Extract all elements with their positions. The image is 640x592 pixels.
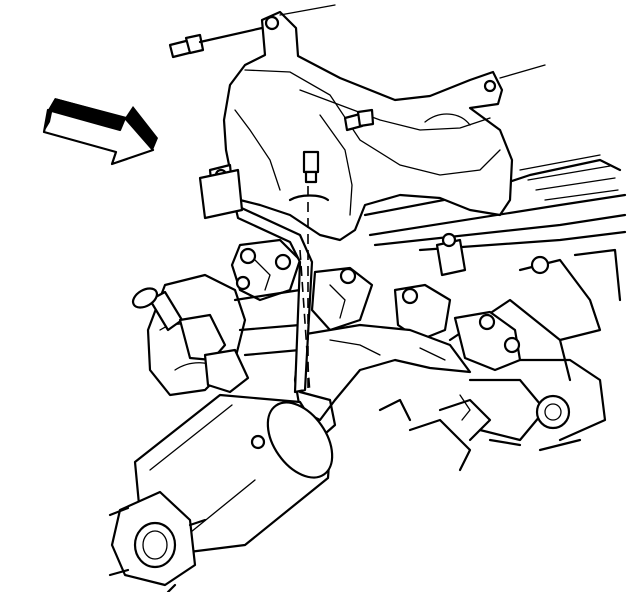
manifold-bolt xyxy=(401,287,419,305)
manifold-bolt xyxy=(503,336,521,354)
catalytic-converter xyxy=(108,393,334,592)
heat-shield-bolt-mid xyxy=(343,108,375,132)
upper-heat-shield xyxy=(222,10,514,242)
manifold-bolt xyxy=(239,247,257,265)
manifold-bolt xyxy=(339,267,357,285)
manifold-bolt xyxy=(274,253,292,271)
block-stud-left xyxy=(198,163,244,220)
shield-bolt-hole xyxy=(264,15,280,31)
sensor-port xyxy=(250,434,266,450)
oxygen-sensor-port xyxy=(535,394,571,430)
fasteners xyxy=(168,4,546,220)
manifold-bolt xyxy=(235,275,251,291)
direction-arrow-icon xyxy=(42,98,158,166)
shield-bolt-hole xyxy=(483,79,497,93)
heat-shield-bolt-upper-left xyxy=(168,26,264,59)
manifold-bolt xyxy=(478,313,496,331)
exhaust-manifold xyxy=(230,238,522,422)
heat-shield-stud-center xyxy=(302,150,320,184)
pump-assembly xyxy=(131,273,302,397)
